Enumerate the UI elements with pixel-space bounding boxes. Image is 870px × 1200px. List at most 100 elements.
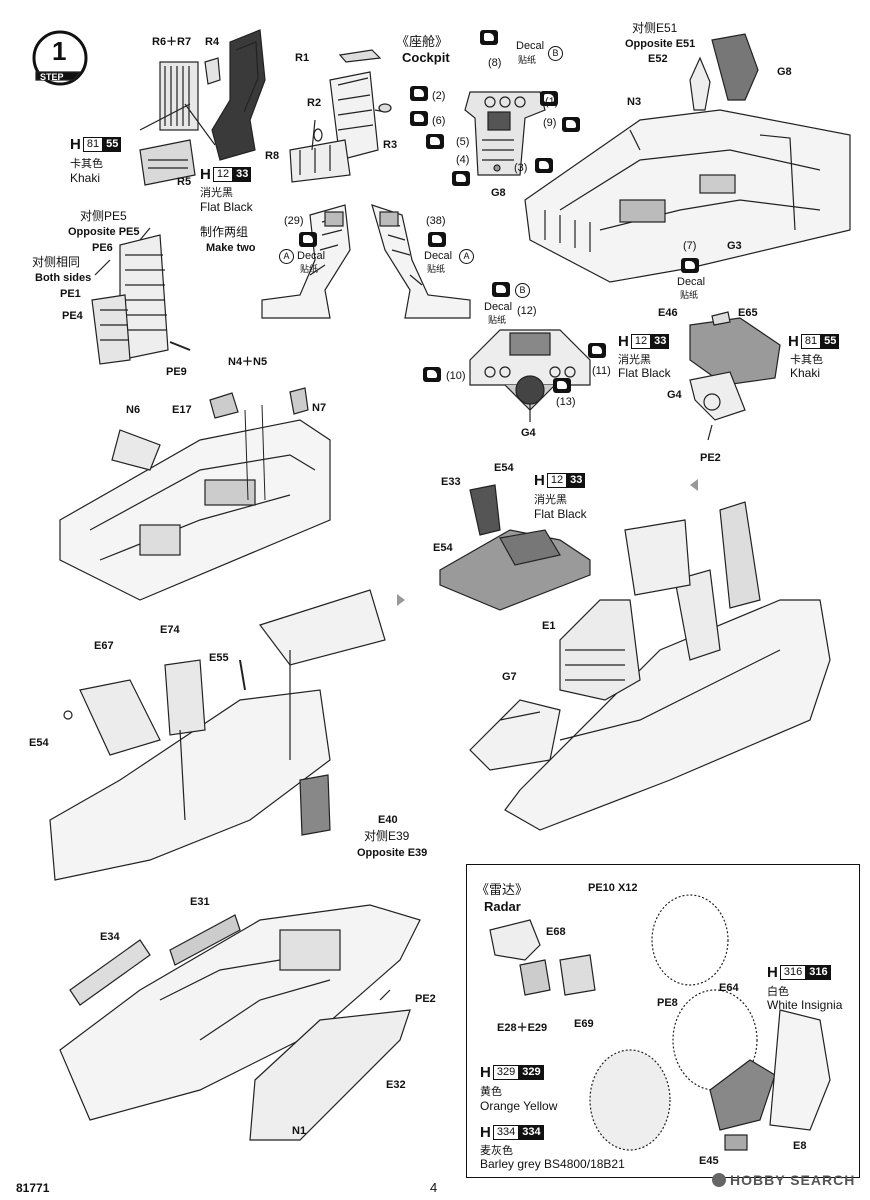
footer-watermark: HOBBY SEARCH: [712, 1172, 855, 1188]
part-n4n5: N4＋N5: [228, 356, 268, 368]
part-p6: (6): [432, 115, 446, 127]
part-pe4: PE4: [62, 310, 83, 322]
opp-e39-en: Opposite E39: [357, 847, 428, 859]
part-r8: R8: [265, 150, 280, 162]
paint-h: H: [70, 135, 81, 153]
opp-e39-cn: 对侧E39: [364, 829, 410, 843]
paint-khaki-cn-2: 卡其色: [790, 354, 823, 366]
part-r1: R1: [295, 52, 310, 64]
paint-flat-black-cn-3: 消光黑: [534, 494, 567, 506]
paint-h: H: [788, 332, 799, 350]
step-number: 1: [52, 36, 67, 66]
part-e28e29: E28＋E29: [497, 1022, 548, 1034]
opp-pe5-cn: 对侧PE5: [80, 209, 127, 223]
side-console-right-drawing: [371, 204, 471, 319]
paint-flat-black-en-3: Flat Black: [534, 507, 587, 521]
paint-h: H: [618, 332, 629, 350]
cockpit-title-cn: 《座舱》: [396, 34, 449, 49]
both-sides-cn: 对侧相同: [32, 255, 81, 269]
paint-flat-black-2: H 12 33: [618, 332, 670, 350]
step-label: STEP: [40, 72, 64, 82]
opp-pe5-en: Opposite PE5: [68, 226, 140, 238]
cockpit-title-en: Cockpit: [402, 50, 450, 65]
decal-icon: [410, 86, 428, 101]
part-p13: (13): [556, 396, 576, 408]
paint-orange-yellow: H 329 329: [480, 1065, 544, 1080]
side-console-left-drawing: [261, 204, 351, 319]
paint-h: H: [480, 1063, 491, 1081]
decal-g3-en: Decal: [677, 276, 706, 288]
paint-code2: 316: [806, 965, 831, 980]
glareshield-g4-drawing: [469, 329, 591, 422]
part-n1: N1: [292, 1125, 307, 1137]
radar-section: [466, 864, 860, 1178]
paint-code2: 55: [821, 334, 840, 349]
paint-white-en: White Insignia: [767, 998, 843, 1012]
paint-white-cn: 白色: [767, 986, 789, 998]
decal-glare-en: Decal: [484, 301, 513, 313]
opp-e51-cn: 对侧E51: [632, 21, 678, 35]
paint-h: H: [767, 963, 778, 981]
part-r5: R5: [177, 176, 192, 188]
part-e65: E65: [738, 307, 758, 319]
radar-title-en: Radar: [484, 899, 521, 914]
part-g7: G7: [502, 671, 517, 683]
footer-page: 4: [430, 1180, 438, 1195]
paint-orange-yellow-cn: 黄色: [480, 1086, 502, 1098]
decal-a-left-en: Decal: [297, 250, 326, 262]
part-pe8: PE8: [657, 997, 678, 1009]
part-p4: (4): [456, 154, 470, 166]
footer-code: 81771: [16, 1181, 50, 1195]
part-g4: G4: [521, 427, 536, 439]
paint-code2: 334: [519, 1125, 544, 1140]
part-n7: N7: [312, 402, 327, 414]
part-e52: E52: [648, 53, 668, 65]
decal-icon: [426, 134, 444, 149]
decal-icon: [452, 171, 470, 186]
part-n6: N6: [126, 404, 141, 416]
part-e67: E67: [94, 640, 114, 652]
part-p1: (1): [545, 96, 559, 108]
part-e31: E31: [190, 896, 210, 908]
part-p2: (2): [432, 90, 446, 102]
paint-code: 12: [546, 473, 568, 488]
decal-icon: [480, 30, 498, 45]
part-e8: E8: [793, 1140, 807, 1152]
step-circle-icon: [32, 30, 88, 86]
decal-b-top: [480, 30, 498, 46]
part-n3: N3: [627, 96, 642, 108]
part-p29: (29): [284, 215, 304, 227]
make-two-en: Make two: [206, 242, 256, 254]
part-e33: E33: [441, 476, 461, 488]
paint-khaki-en-1: Khaki: [70, 171, 101, 185]
paint-code: 329: [492, 1065, 520, 1080]
paint-code2: 55: [103, 137, 122, 152]
part-pe2: PE2: [700, 452, 721, 464]
paint-orange-yellow-en: Orange Yellow: [480, 1099, 558, 1113]
paint-flat-black-en-1: Flat Black: [200, 200, 253, 214]
paint-code: 12: [212, 167, 234, 182]
paint-barley-grey-cn: 麦灰色: [480, 1145, 513, 1157]
paint-code: 81: [800, 334, 822, 349]
decal-icon: [423, 367, 441, 382]
decal-icon: [492, 282, 510, 297]
paint-white: H 316 316: [767, 965, 831, 980]
part-g8b: G8: [491, 187, 506, 199]
part-e68: E68: [546, 926, 566, 938]
decal-glare-cn: 贴纸: [488, 315, 507, 325]
cockpit-floor-assembly-drawing: [59, 387, 331, 601]
part-pe10: PE10 X12: [588, 882, 638, 894]
decal-icon: [428, 232, 446, 247]
circle-b-glare: B: [515, 283, 530, 298]
part-p38: (38): [426, 215, 446, 227]
decal-g3-cn: 贴纸: [680, 290, 699, 300]
part-r6r7: R6＋R7: [152, 36, 192, 48]
paint-khaki-cn-1: 卡其色: [70, 158, 103, 170]
paint-h: H: [534, 471, 545, 489]
seat-photoetch-drawing: [91, 227, 191, 365]
paint-h: H: [200, 165, 211, 183]
decal-icon: [540, 91, 558, 106]
part-e54b: E54: [433, 542, 453, 554]
part-p11: (11): [592, 365, 611, 377]
